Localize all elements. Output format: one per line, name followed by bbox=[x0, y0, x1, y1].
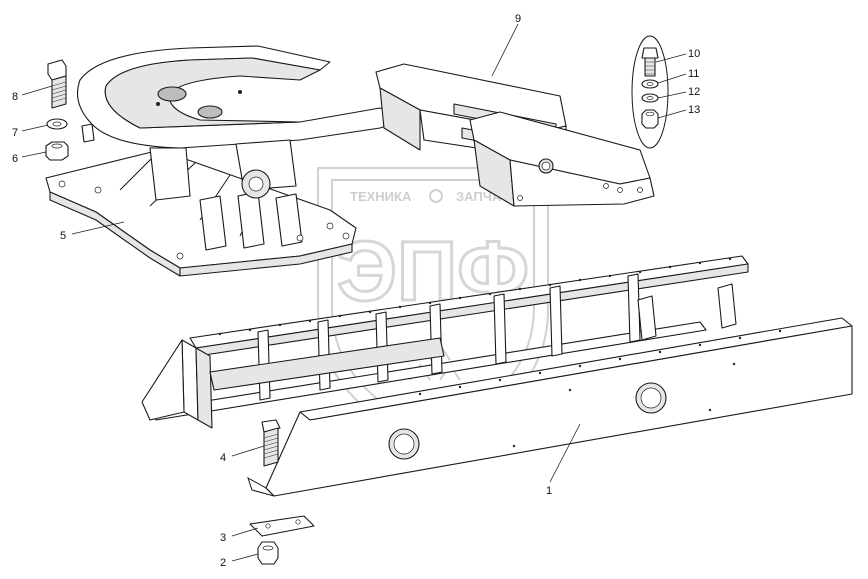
callout-8: 8 bbox=[12, 91, 18, 103]
callout-11: 11 bbox=[688, 68, 699, 80]
frame-assembly bbox=[141, 255, 853, 497]
washer-11 bbox=[641, 79, 659, 89]
watermark-left-text: ТЕХНИКА bbox=[350, 189, 412, 204]
callout-6: 6 bbox=[12, 153, 18, 165]
callout-9: 9 bbox=[515, 13, 521, 25]
callout-5: 5 bbox=[60, 230, 66, 242]
callout-7: 7 bbox=[12, 127, 18, 139]
callout-12: 12 bbox=[688, 86, 700, 98]
callout-4: 4 bbox=[220, 452, 226, 464]
coupling-base-plate bbox=[45, 149, 357, 277]
bolt-8 bbox=[47, 59, 67, 109]
coupling-mounting-subframe bbox=[375, 63, 655, 207]
washer-7 bbox=[46, 118, 68, 130]
callout-1: 1 bbox=[546, 485, 552, 497]
coupling-top-plate bbox=[77, 45, 411, 201]
callouts: 1 2 3 4 5 6 7 8 9 10 11 12 13 bbox=[12, 13, 700, 569]
callout-3: 3 bbox=[220, 532, 226, 544]
washer-12 bbox=[641, 93, 659, 103]
fastener-set-right bbox=[631, 35, 669, 149]
nut-2 bbox=[257, 541, 279, 565]
rivet-holes bbox=[218, 257, 782, 448]
plate-3 bbox=[249, 515, 315, 537]
nut-6 bbox=[45, 141, 69, 161]
callout-13: 13 bbox=[688, 104, 700, 116]
fastener-group-outline bbox=[631, 35, 669, 149]
callout-2: 2 bbox=[220, 557, 226, 569]
bolt-4 bbox=[261, 419, 281, 467]
bolt-10 bbox=[641, 47, 659, 77]
callout-10: 10 bbox=[688, 48, 700, 60]
fastener-set-bottom bbox=[249, 419, 315, 565]
nut-13 bbox=[641, 109, 659, 129]
fastener-set-left bbox=[45, 59, 69, 161]
